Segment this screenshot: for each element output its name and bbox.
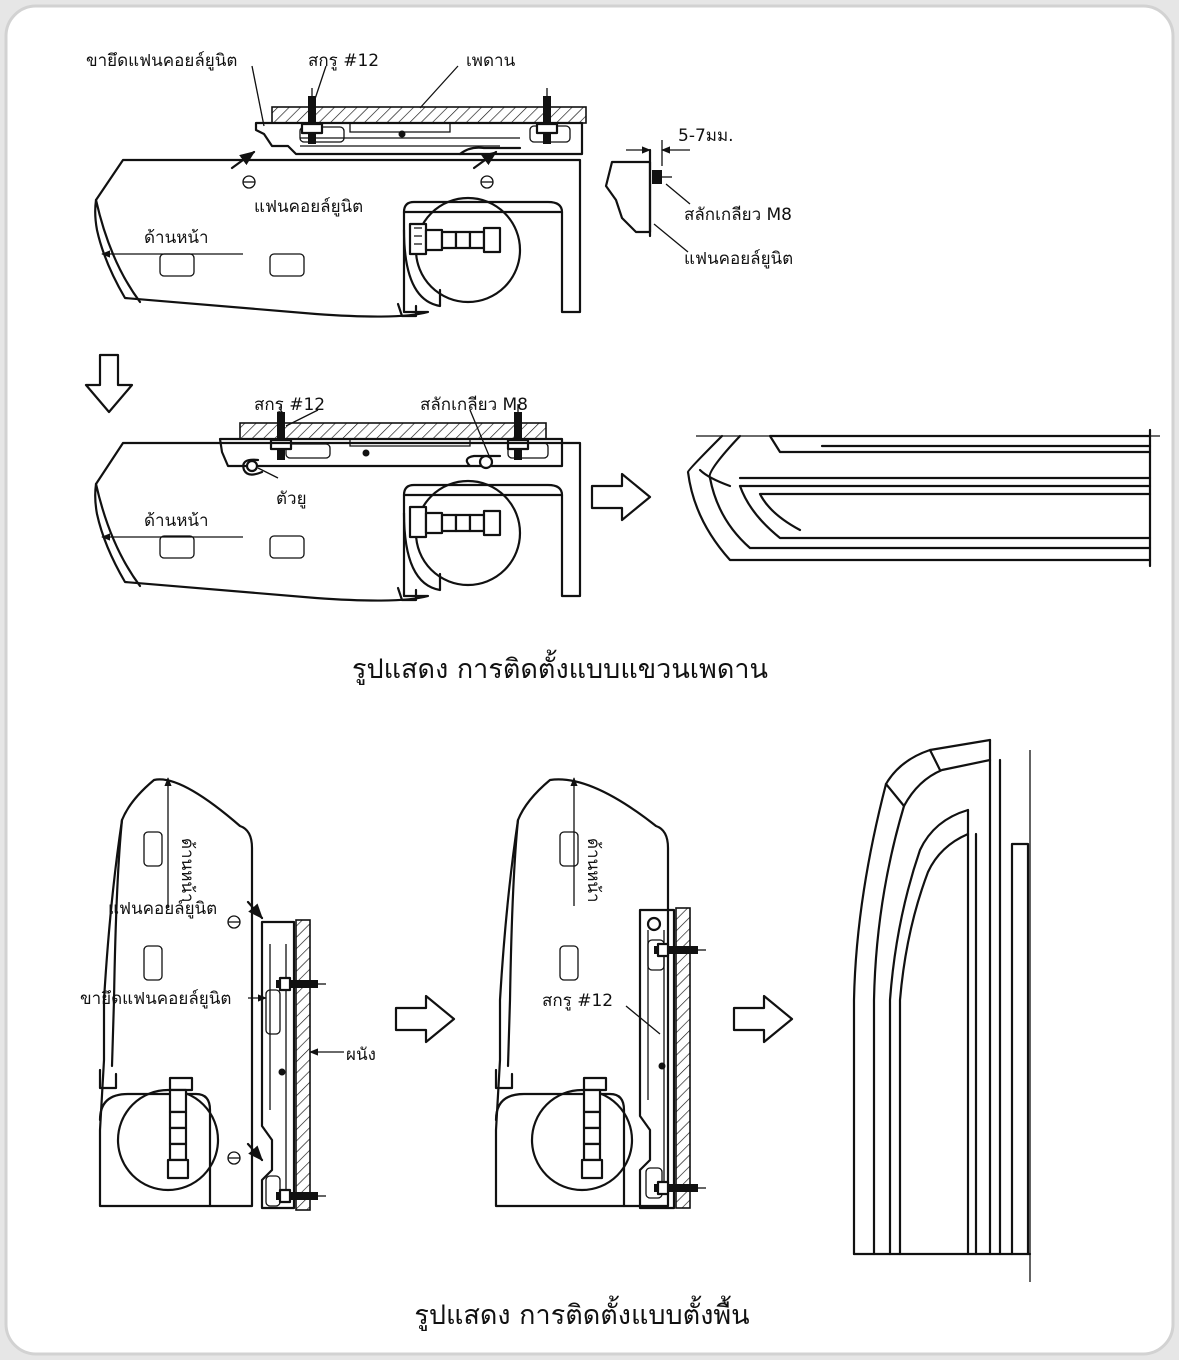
label-screw-step2: สกรู #12 [254,395,325,415]
fan-coil-body [94,158,582,318]
label-stud-bolt-detail: สลักเกลียว M8 [684,205,792,225]
label-front-step2: ด้านหน้า [144,511,209,531]
label-wall: ผนัง [346,1045,376,1065]
label-fan-coil-detail: แฟนคอยล์ยูนิต [684,249,793,269]
floor-step2 [494,777,706,1210]
side-detail [604,140,691,253]
ceiling-3d-view [686,428,1160,568]
ceiling-slab [271,106,587,124]
label-screw-top: สกรู #12 [308,51,379,71]
label-screw-floor: สกรู #12 [542,991,613,1011]
ceiling-step2 [94,404,582,602]
ceiling-step1 [94,65,587,318]
bracket-outline [254,121,584,156]
right-arrow-2 [394,994,456,1044]
floor-3d-view [852,738,1032,1282]
label-bracket-floor: ขายึดแฟนคอยล์ยูนิต [80,989,231,1009]
label-u-hook: ตัวยู [276,489,307,509]
label-stud-bolt-step2: สลักเกลียว M8 [420,395,528,415]
label-fan-coil-top: แฟนคอยล์ยูนิต [254,197,363,217]
caption-floor: รูปแสดง การติดตั้งแบบตั้งพื้น [414,1295,749,1331]
label-front-top: ด้านหน้า [144,228,209,248]
label-bracket-top: ขายึดแฟนคอยล์ยูนิต [86,51,237,71]
down-arrow [84,353,134,414]
label-fan-coil-floor: แฟนคอยล์ยูนิต [108,899,217,919]
bolt-left [308,96,316,144]
bolt-right [543,96,551,144]
right-arrow-1 [590,472,652,522]
label-front-vertical-2: ด้านหน้า [583,838,603,903]
floor-step1 [98,777,344,1211]
label-ceiling: เพดาน [466,51,516,71]
label-gap: 5-7มม. [678,126,734,146]
label-front-vertical-1: ด้านหน้า [177,838,197,903]
right-arrow-3 [732,994,794,1044]
caption-ceiling: รูปแสดง การติดตั้งแบบแขวนเพดาน [352,649,768,685]
